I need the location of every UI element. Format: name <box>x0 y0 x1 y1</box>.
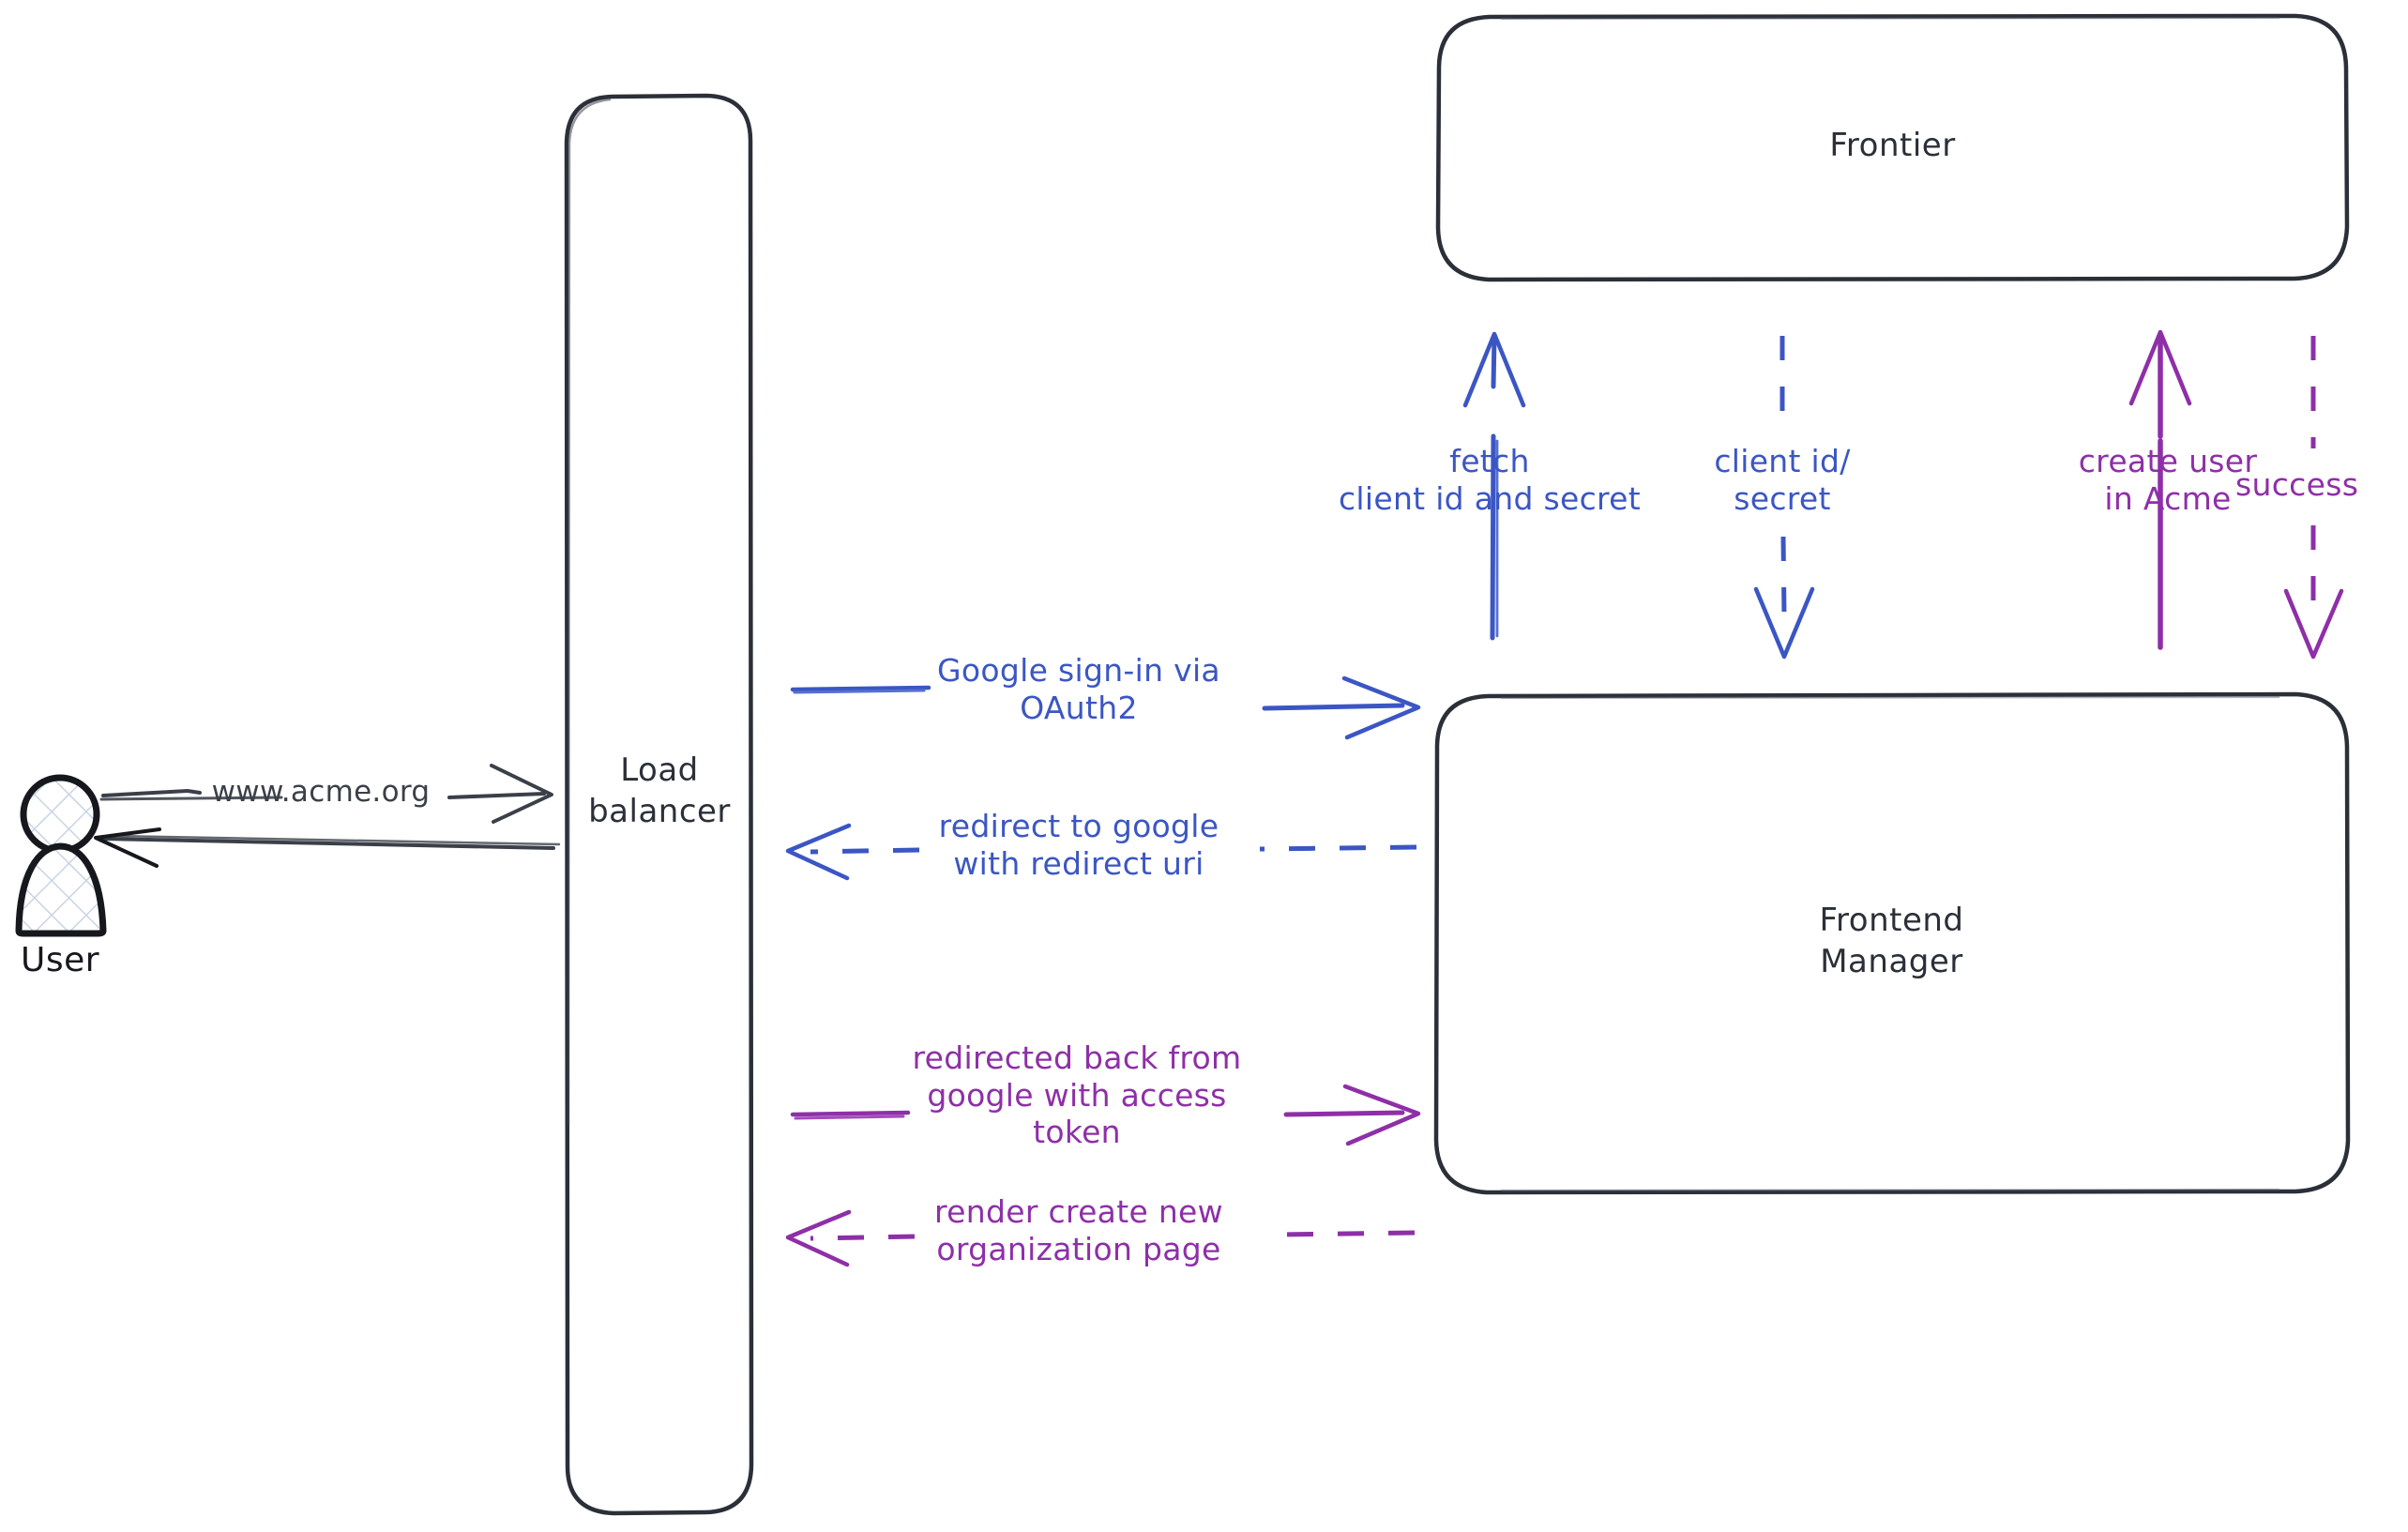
user-actor-figure <box>15 774 107 937</box>
edge-label-fm-to-lb-render: render create new organization page <box>934 1193 1223 1267</box>
edge-frontier-to-fm-creds <box>1753 336 1815 660</box>
edge-fm-to-lb-render <box>785 1209 1416 1267</box>
frontend-manager-shape[interactable] <box>1433 691 2351 1195</box>
edge-label-lb-to-fm-token: redirected back from google with access … <box>912 1039 1242 1151</box>
edge-label-frontier-to-fm-creds: client id/ secret <box>1714 443 1851 517</box>
edge-fm-to-frontier-fetch <box>1462 331 1526 641</box>
edge-frontier-to-fm-success <box>2283 336 2344 660</box>
edge-fm-to-frontier-create <box>2128 329 2192 650</box>
frontier-shape[interactable] <box>1435 13 2350 282</box>
edge-label-frontier-to-fm-success: success <box>2235 466 2359 503</box>
edge-label-lb-to-fm-signin: Google sign-in via OAuth2 <box>937 652 1220 726</box>
edge-lb-to-user <box>94 827 561 868</box>
edge-fm-to-lb-redirect <box>785 823 1417 881</box>
edge-label-user-to-lb: www.acme.org <box>211 775 431 809</box>
edge-label-fm-to-frontier-create: create user in Acme <box>2078 443 2258 517</box>
load-balancer-shape[interactable] <box>564 93 754 1516</box>
edge-user-to-lb <box>99 764 553 824</box>
edge-label-fm-to-lb-redirect: redirect to google with redirect uri <box>938 808 1219 882</box>
edge-lb-to-fm-token <box>790 1084 1421 1146</box>
edge-label-fm-to-frontier-fetch: fetch client id and secret <box>1338 443 1642 517</box>
edge-lb-to-fm-signin <box>790 675 1421 740</box>
user-actor-label: User <box>21 941 100 979</box>
